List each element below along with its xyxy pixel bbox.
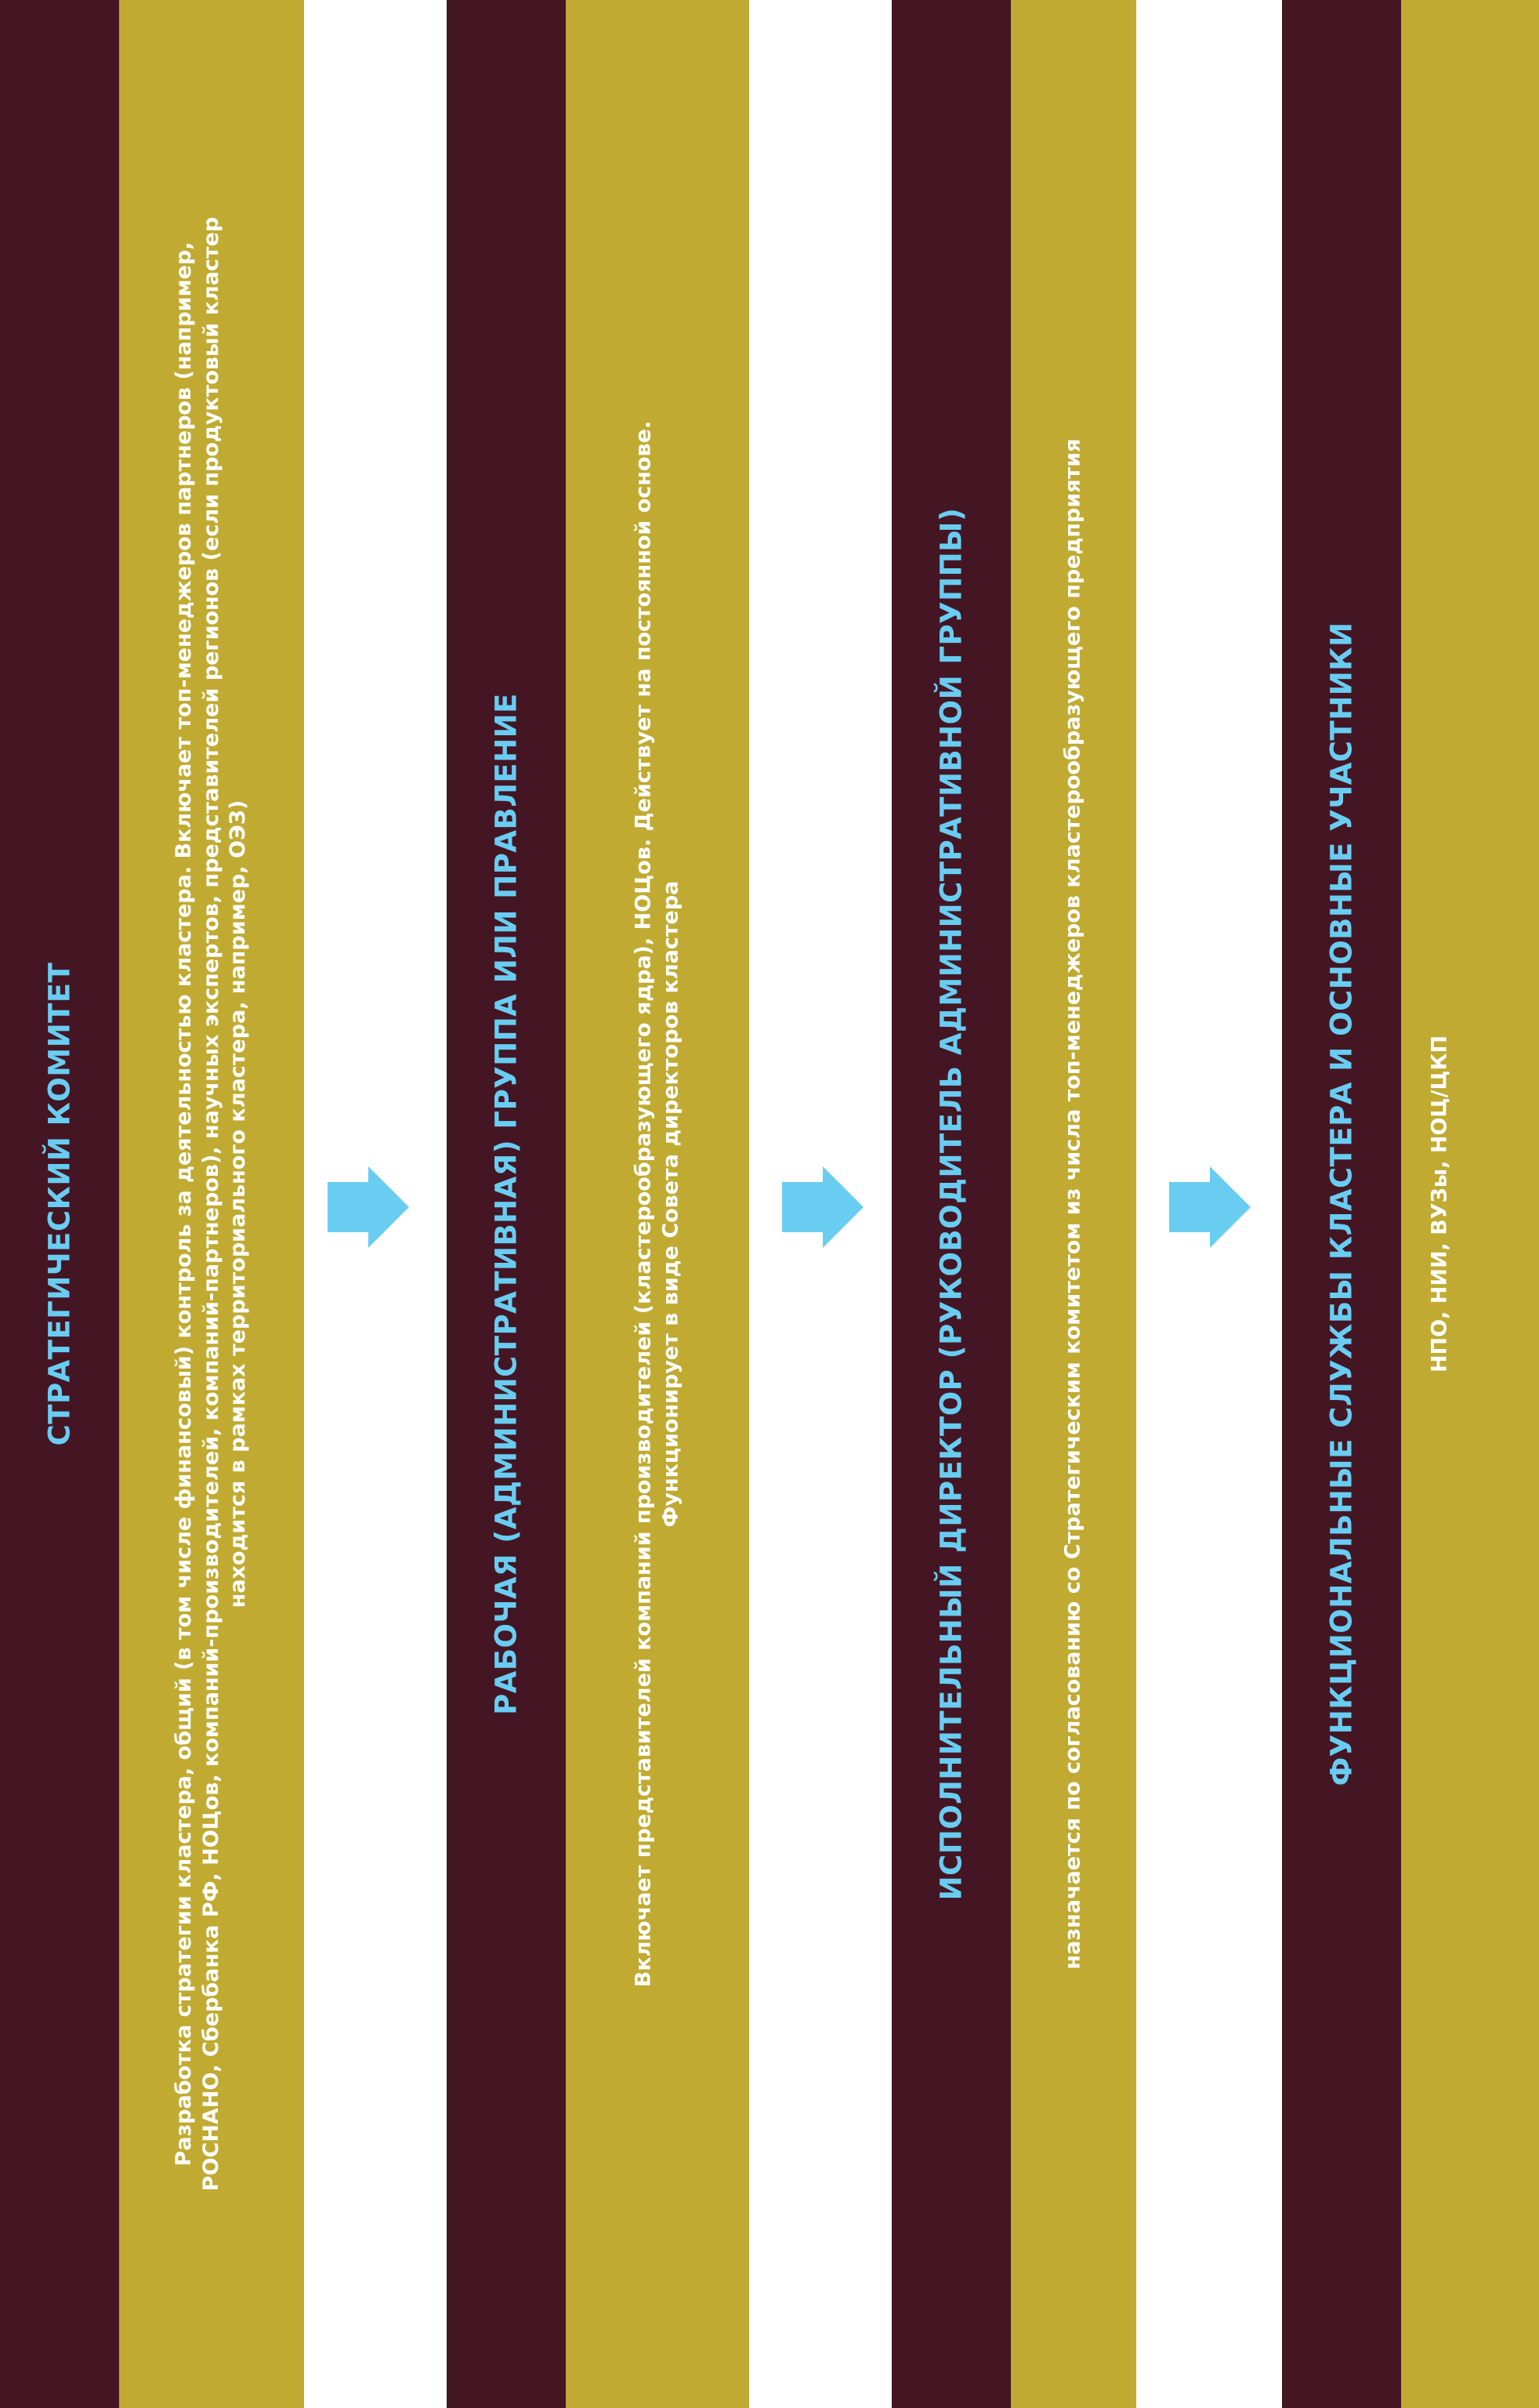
description-line: находится в рамках территориального клас… <box>226 800 251 1608</box>
description-line: Разработка стратегии кластера, общий (в … <box>172 241 197 2167</box>
strategic-committee-description-band: Разработка стратегии кластера, общий (в … <box>119 0 304 2408</box>
strategic-committee-title: СТРАТЕГИЧЕСКИЙ КОМИТЕТ <box>42 962 77 1446</box>
functional-services-title-band: ФУНКЦИОНАЛЬНЫЕ СЛУЖБЫ КЛАСТЕРА И ОСНОВНЫ… <box>1282 0 1401 2408</box>
functional-services-description-band: НПО, НИИ, ВУЗы, НОЦ/ЦКП <box>1401 0 1539 2408</box>
working-group-title: РАБОЧАЯ (АДМИНИСТРАТИВНАЯ) ГРУППА ИЛИ ПР… <box>489 693 523 1715</box>
strategic-committee-title-band: СТРАТЕГИЧЕСКИЙ КОМИТЕТ <box>0 0 119 2408</box>
description-line: Включает представителей компаний произво… <box>631 420 656 1988</box>
description-line: назначается по согласованию со Стратегич… <box>1060 438 1085 1970</box>
executive-director-description-band: назначается по согласованию со Стратегич… <box>1011 0 1136 2408</box>
executive-director-description: назначается по согласованию со Стратегич… <box>1060 439 1088 1970</box>
executive-director-title-band: ИСПОЛНИТЕЛЬНЫЙ ДИРЕКТОР (РУКОВОДИТЕЛЬ АД… <box>892 0 1011 2408</box>
description-line: НПО, НИИ, ВУЗы, НОЦ/ЦКП <box>1427 1035 1452 1373</box>
working-group-description: Включает представителей компаний произво… <box>630 421 684 1987</box>
description-line: РОСНАНО, Сбербанка РФ, НОЦов, компаний-п… <box>198 216 223 2192</box>
functional-services-description: НПО, НИИ, ВУЗы, НОЦ/ЦКП <box>1427 1035 1454 1373</box>
arrow-right-icon <box>1169 1166 1251 1248</box>
strategic-committee-description: Разработка стратегии кластера, общий (в … <box>171 217 252 2192</box>
arrow-right-icon <box>782 1166 864 1248</box>
working-group-title-band: РАБОЧАЯ (АДМИНИСТРАТИВНАЯ) ГРУППА ИЛИ ПР… <box>447 0 566 2408</box>
executive-director-title: ИСПОЛНИТЕЛЬНЫЙ ДИРЕКТОР (РУКОВОДИТЕЛЬ АД… <box>934 507 969 1901</box>
working-group-description-band: Включает представителей компаний произво… <box>566 0 749 2408</box>
functional-services-title: ФУНКЦИОНАЛЬНЫЕ СЛУЖБЫ КЛАСТЕРА И ОСНОВНЫ… <box>1324 622 1359 1786</box>
description-line: Функционирует в виде Совета директоров к… <box>658 880 683 1528</box>
arrow-right-icon <box>328 1166 409 1248</box>
